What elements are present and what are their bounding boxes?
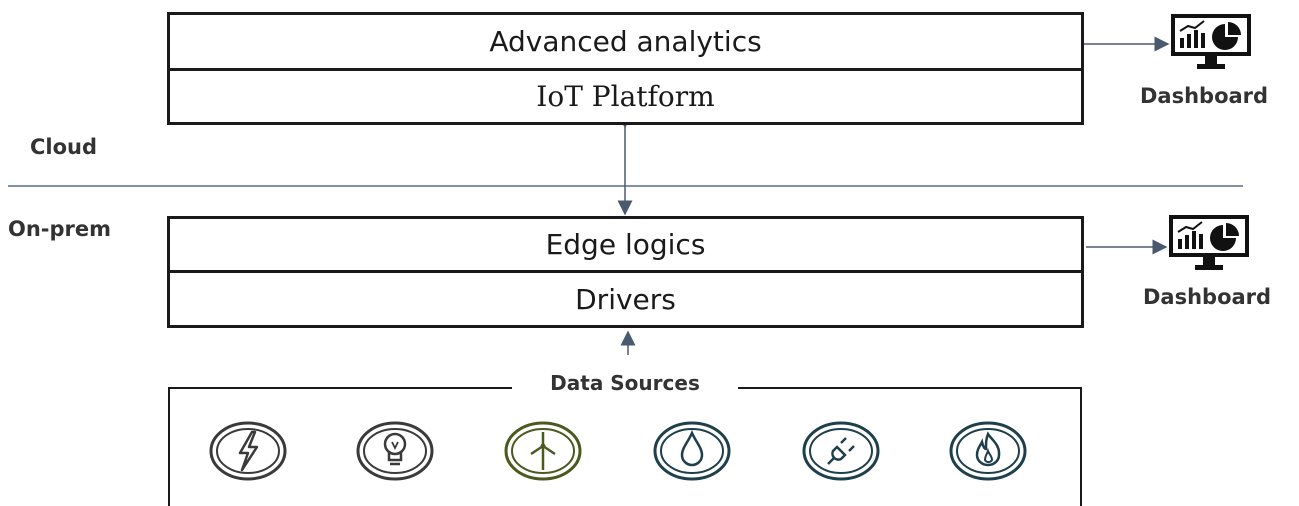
- water-drop-icon: [653, 421, 731, 481]
- onprem-dashboard-monitor-icon: [1169, 215, 1249, 270]
- data-sources-title: Data Sources: [512, 370, 738, 396]
- lightning-icon: [209, 421, 287, 481]
- cloud-zone-label: Cloud: [30, 135, 98, 159]
- drivers-layer: Drivers: [167, 270, 1084, 328]
- drivers-label: Drivers: [575, 282, 676, 316]
- wind-turbine-icon: [504, 421, 582, 481]
- lightbulb-icon: [356, 421, 434, 481]
- cloud-dashboard-label: Dashboard: [1140, 84, 1269, 108]
- iot-platform-label: IoT Platform: [536, 80, 715, 113]
- cloud-dashboard-monitor-icon: [1171, 14, 1251, 69]
- onprem-dashboard-label: Dashboard: [1143, 285, 1272, 309]
- advanced-analytics-layer: Advanced analytics: [167, 12, 1084, 71]
- advanced-analytics-label: Advanced analytics: [489, 25, 762, 58]
- iot-platform-layer: IoT Platform: [167, 68, 1084, 125]
- edge-logics-layer: Edge logics: [167, 216, 1084, 273]
- power-plug-icon: [802, 421, 880, 481]
- edge-logics-label: Edge logics: [545, 228, 706, 261]
- flame-icon: [949, 421, 1027, 481]
- onprem-zone-label: On-prem: [8, 217, 112, 241]
- data-sources-frame: [168, 387, 1082, 506]
